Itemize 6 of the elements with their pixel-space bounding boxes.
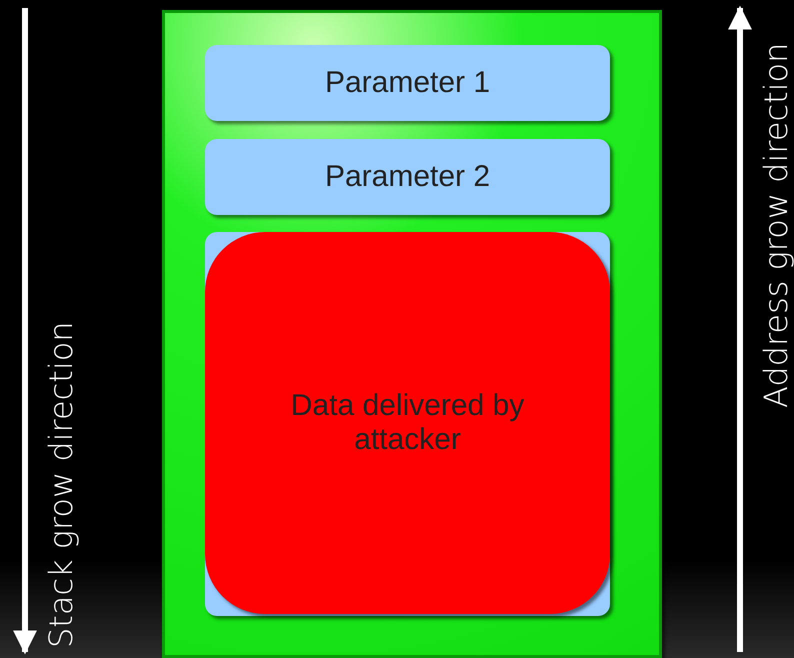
direction-label: Address grow direction	[757, 42, 794, 408]
stack-frame-box	[162, 10, 662, 658]
attacker-data-box: Data delivered by attacker	[205, 232, 610, 614]
direction-label: Stack grow direction	[42, 321, 80, 648]
parameter-box: Parameter 2	[205, 139, 610, 215]
parameter-box: Parameter 1	[205, 45, 610, 121]
